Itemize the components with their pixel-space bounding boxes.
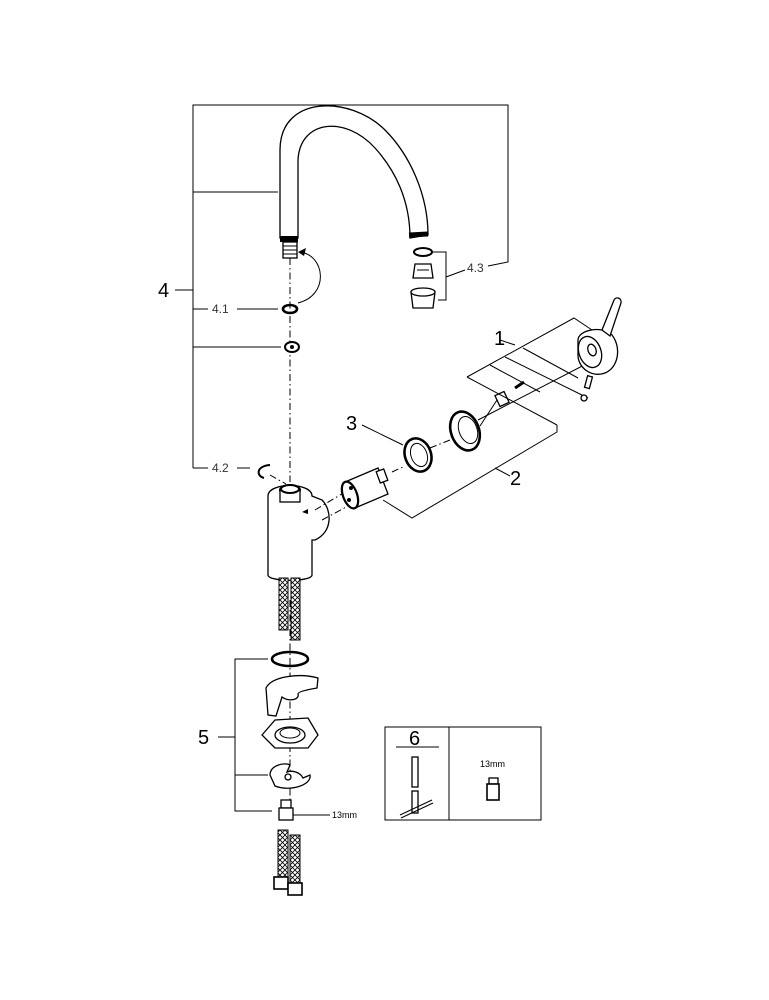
faucet-body — [267, 484, 330, 581]
hose-right-upper — [290, 577, 301, 641]
nut-part — [284, 341, 300, 353]
clip-4-2 — [257, 464, 271, 479]
label-13mm-box: 13mm — [480, 759, 505, 769]
aerator-set — [410, 247, 466, 309]
lever-handle — [577, 297, 622, 402]
bracket-4 — [175, 104, 509, 469]
label-5: 5 — [198, 727, 209, 749]
label-4: 4 — [158, 280, 169, 302]
label-1: 1 — [494, 328, 505, 350]
bonnet-nut — [448, 410, 482, 452]
label-2: 2 — [510, 468, 521, 490]
hex-plate — [261, 717, 319, 749]
half-washer — [265, 675, 319, 717]
label-3: 3 — [346, 413, 357, 435]
tool-box — [384, 726, 542, 821]
spout — [279, 105, 429, 304]
label-4-1: 4.1 — [212, 302, 229, 316]
label-4-2: 4.2 — [212, 461, 229, 475]
ring-part-3 — [403, 437, 433, 473]
bracket-1 — [466, 317, 593, 426]
o-ring-4-1 — [281, 303, 299, 315]
label-13mm-main: 13mm — [332, 810, 357, 820]
bracket-2 — [382, 425, 558, 519]
hose-left-upper — [278, 577, 289, 631]
bracket-5 — [218, 658, 272, 812]
hose-right-lower — [289, 834, 301, 886]
threaded-stud — [278, 799, 330, 821]
label-6: 6 — [409, 728, 420, 750]
gasket-ring — [270, 650, 310, 668]
label-4-3: 4.3 — [467, 261, 484, 275]
cartridge — [340, 467, 389, 510]
hose-nuts — [273, 876, 303, 896]
hose-left-lower — [277, 829, 289, 881]
